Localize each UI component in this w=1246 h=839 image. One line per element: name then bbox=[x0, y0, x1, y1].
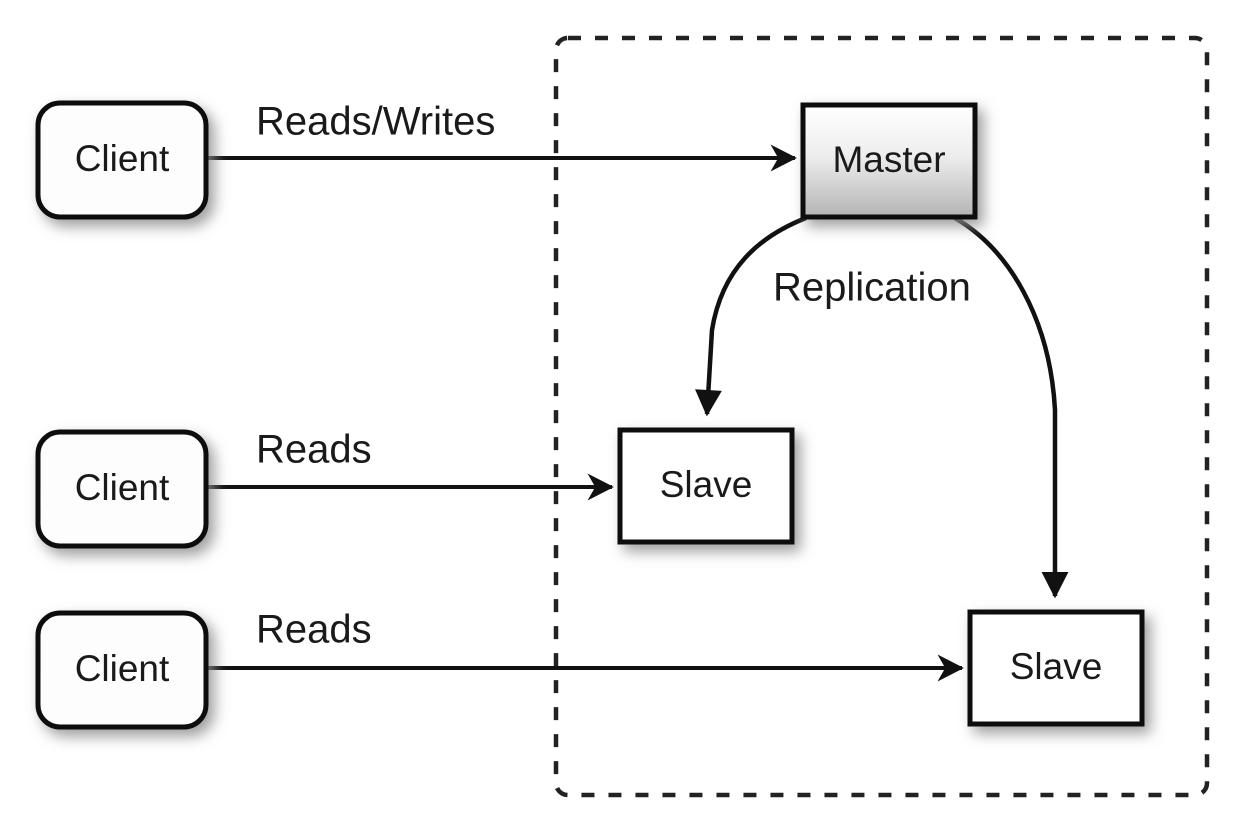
client-1-shape bbox=[35, 100, 209, 220]
server-boundary-region bbox=[553, 35, 1210, 798]
client-2-shape bbox=[35, 429, 209, 549]
client-3-label: Client bbox=[75, 648, 170, 689]
master-shape bbox=[800, 102, 978, 220]
slave-1-shape bbox=[617, 427, 795, 545]
edge-label-replication: Replication bbox=[773, 266, 971, 310]
edge-master-to-slave1-replication bbox=[695, 215, 807, 417]
slave-2-label: Slave bbox=[1010, 646, 1103, 687]
slave-1-label: Slave bbox=[660, 464, 753, 505]
node-client-3[interactable]: Client bbox=[35, 610, 209, 730]
node-slave-1[interactable]: Slave bbox=[617, 427, 795, 545]
edge-master-to-slave2-replication bbox=[953, 216, 1069, 599]
slave-2-shape bbox=[967, 609, 1145, 727]
master-label: Master bbox=[832, 139, 945, 180]
edge-label-reads-middle: Reads bbox=[256, 428, 372, 472]
node-slave-2[interactable]: Slave bbox=[967, 609, 1145, 727]
edge-label-reads-bottom: Reads bbox=[256, 608, 372, 652]
node-client-1[interactable]: Client bbox=[35, 100, 209, 220]
client-1-label: Client bbox=[75, 138, 170, 179]
client-3-shape bbox=[35, 610, 209, 730]
edge-label-reads-writes: Reads/Writes bbox=[256, 100, 495, 144]
node-master[interactable]: Master bbox=[800, 102, 978, 220]
node-client-2[interactable]: Client bbox=[35, 429, 209, 549]
client-2-label: Client bbox=[75, 467, 170, 508]
